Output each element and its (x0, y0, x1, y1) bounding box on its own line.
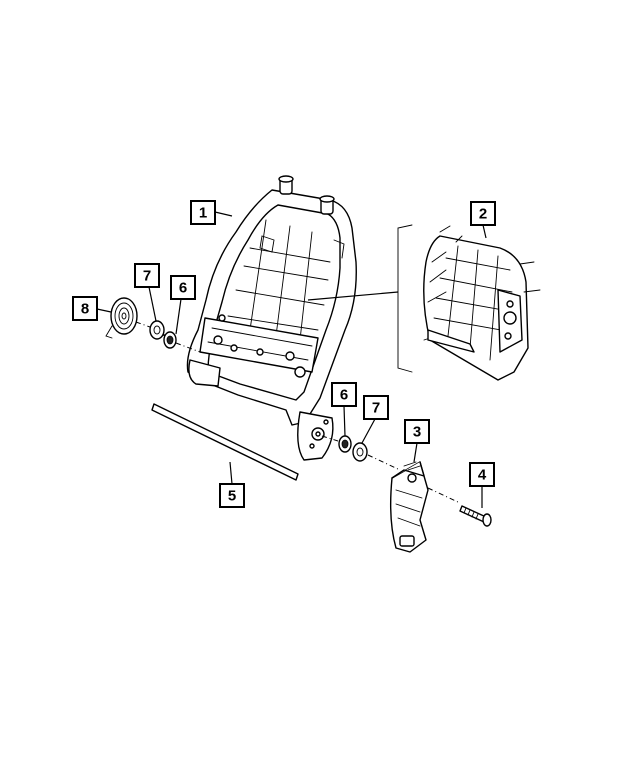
axis-line-motor (427, 487, 461, 504)
callout-7a: 7 (134, 263, 160, 288)
seat-back-frame (186, 175, 357, 461)
callout-2: 2 (470, 201, 496, 226)
callout-7a-label: 7 (143, 268, 151, 285)
leader-7a (148, 286, 157, 322)
leader-3 (413, 442, 418, 463)
leader-6a (175, 298, 182, 335)
callout-3-label: 3 (413, 424, 421, 441)
spiral-spring (105, 297, 138, 339)
axis-line-left (135, 321, 201, 353)
leader-7b (361, 418, 376, 444)
callout-6b-label: 6 (340, 387, 348, 404)
bushing-left (163, 331, 177, 349)
callout-1-label: 1 (199, 205, 207, 222)
callout-6b: 6 (331, 382, 357, 407)
callout-2-label: 2 (479, 206, 487, 223)
suspension-mat (397, 224, 541, 381)
callout-7b-label: 7 (372, 400, 380, 417)
callout-5: 5 (219, 483, 245, 508)
callout-4: 4 (469, 462, 495, 487)
callout-7b: 7 (363, 395, 389, 420)
callout-3: 3 (404, 419, 430, 444)
leader-1 (214, 211, 233, 217)
leader-2-pointer (307, 291, 399, 301)
callout-6a: 6 (170, 275, 196, 300)
leader-8 (96, 308, 112, 313)
washer-right (352, 442, 368, 462)
axis-line-right (321, 435, 401, 471)
bushing-right (338, 435, 352, 453)
callout-8: 8 (72, 296, 98, 321)
callout-5-label: 5 (228, 488, 236, 505)
recliner-motor (389, 461, 429, 553)
callout-8-label: 8 (81, 301, 89, 318)
callout-4-label: 4 (478, 467, 487, 484)
callout-1: 1 (190, 200, 216, 225)
trim-strip (151, 403, 299, 481)
leader-5 (229, 461, 233, 485)
leader-2 (482, 224, 487, 239)
leader-6b (343, 405, 346, 437)
washer-left (149, 320, 165, 340)
callout-6a-label: 6 (179, 280, 187, 297)
bolt (459, 505, 492, 527)
